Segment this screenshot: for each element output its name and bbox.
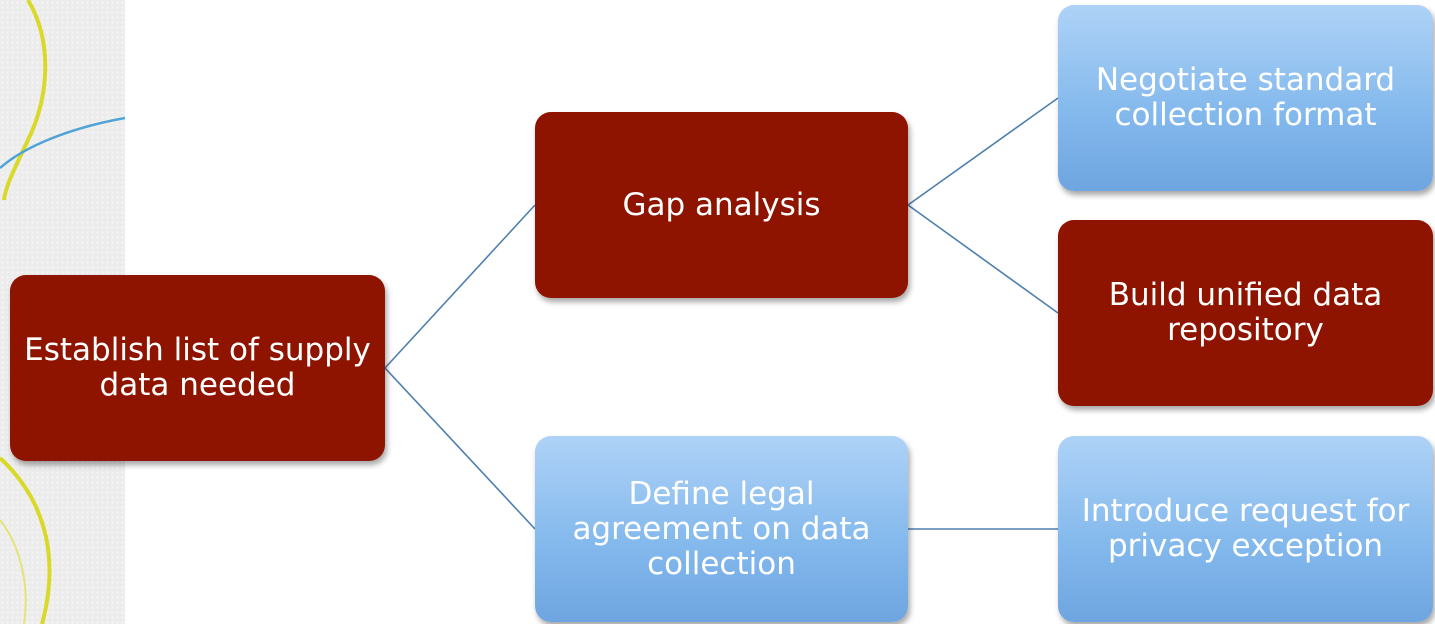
node-establish-list: Establish list of supply data needed xyxy=(10,275,385,461)
deco-yellow-curve-bottom-inner xyxy=(0,519,27,624)
deco-yellow-curve-bottom xyxy=(0,456,52,624)
node-define-legal-agreement: Define legal agreement on data collectio… xyxy=(535,436,908,622)
link-gap-build xyxy=(907,204,1059,314)
deco-yellow-curve-top xyxy=(2,0,48,201)
deco-blue-curve xyxy=(0,116,125,169)
link-establish-legal xyxy=(384,367,536,530)
node-negotiate-format-label: Negotiate standard collection format xyxy=(1095,62,1396,133)
node-define-legal-agreement-label: Define legal agreement on data collectio… xyxy=(572,475,871,582)
link-establish-gap xyxy=(384,204,536,369)
node-build-repository: Build unified data repository xyxy=(1058,220,1433,406)
node-negotiate-format: Negotiate standard collection format xyxy=(1058,5,1433,191)
node-privacy-exception-label: Introduce request for privacy exception xyxy=(1081,493,1410,564)
link-gap-negotiate xyxy=(907,97,1059,206)
node-build-repository-label: Build unified data repository xyxy=(1108,277,1383,348)
decorative-swirl xyxy=(0,0,125,624)
node-gap-analysis: Gap analysis xyxy=(535,112,908,298)
node-establish-list-label: Establish list of supply data needed xyxy=(24,332,371,403)
node-privacy-exception: Introduce request for privacy exception xyxy=(1058,436,1433,622)
node-gap-analysis-label: Gap analysis xyxy=(622,186,821,223)
